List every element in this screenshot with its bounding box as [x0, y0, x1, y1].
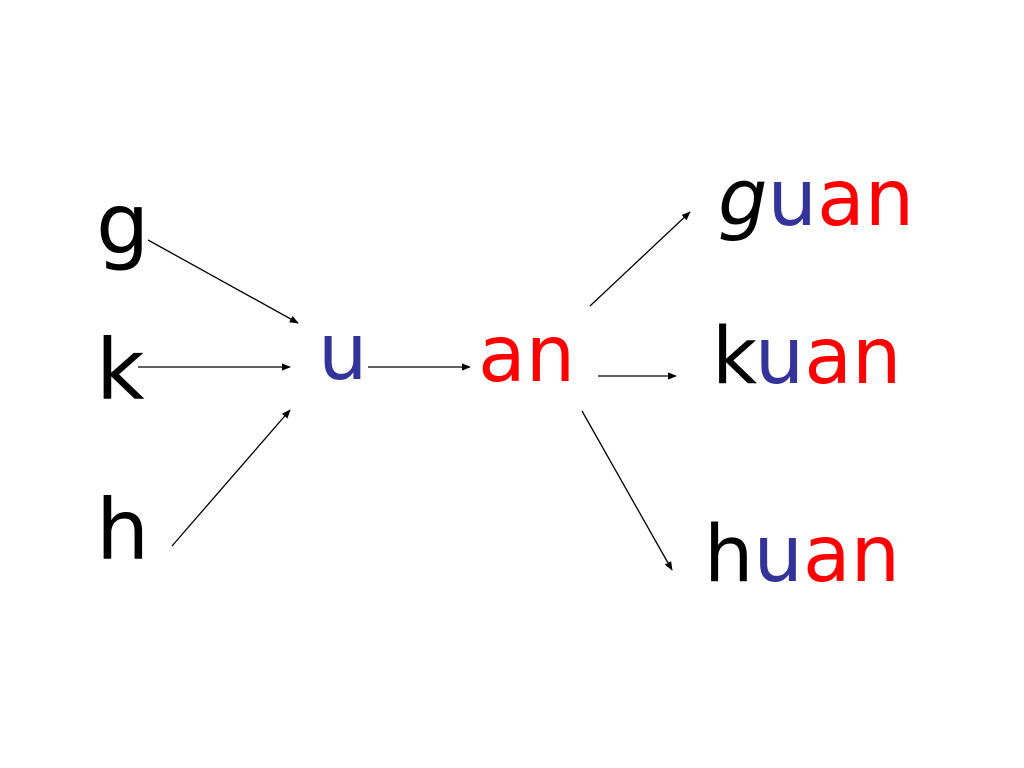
result-kuan-initial: k	[712, 312, 755, 402]
arrow-h-to-u	[171, 409, 291, 547]
initial-g: g	[96, 175, 150, 273]
result-huan-final: an	[802, 510, 901, 600]
initial-k: k	[96, 321, 145, 419]
result-huan: huan	[704, 516, 900, 594]
result-guan-final: an	[816, 154, 915, 244]
arrow-g-to-u	[147, 239, 299, 324]
final-an: an	[478, 310, 576, 400]
initial-h: h	[96, 481, 150, 579]
result-guan-initial: g	[718, 154, 768, 244]
result-kuan: kuan	[712, 318, 901, 396]
arrow-an-to-huan	[581, 410, 673, 571]
result-kuan-final: an	[804, 312, 902, 402]
arrow-an-to-guan	[589, 211, 691, 307]
result-guan: guan	[718, 160, 914, 238]
result-guan-medial: u	[767, 154, 817, 244]
result-kuan-medial: u	[754, 312, 805, 402]
result-huan-medial: u	[753, 510, 803, 600]
result-huan-initial: h	[704, 510, 754, 600]
medial-u: u	[318, 308, 368, 398]
